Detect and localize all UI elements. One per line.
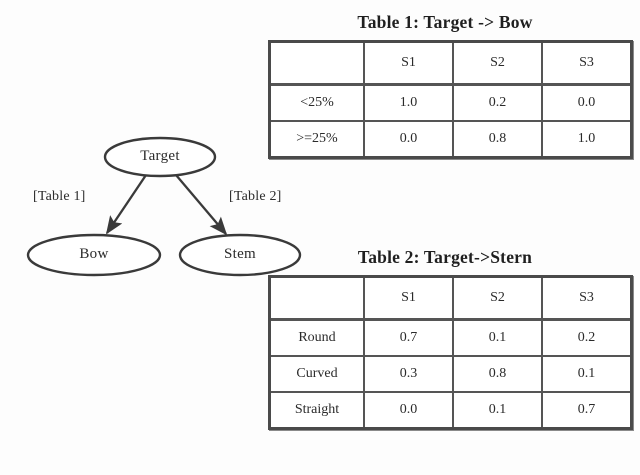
table-2-cell-0-1: 0.1 (454, 321, 543, 357)
table-2-row-2-header: Straight (271, 393, 365, 427)
table-2-row-1-header: Curved (271, 357, 365, 393)
table-1-cell-1-1: 0.8 (454, 122, 543, 156)
table-1-head: S1 S2 S3 (271, 43, 630, 86)
table-2-cell-2-2: 0.7 (543, 393, 630, 427)
node-label-stem: Stem (223, 246, 257, 262)
graph-svg (26, 136, 302, 277)
table-2-cell-2-0: 0.0 (365, 393, 454, 427)
table-1-header-row: S1 S2 S3 (271, 43, 630, 86)
table-row: <25% 1.0 0.2 0.0 (271, 86, 630, 122)
node-target-ellipse[interactable] (103, 136, 217, 178)
table-1-col-s1: S1 (365, 43, 454, 86)
table-2-cell-1-0: 0.3 (365, 357, 454, 393)
table-row: Curved 0.3 0.8 0.1 (271, 357, 630, 393)
table-1-title: Table 1: Target -> Bow (357, 12, 533, 32)
table-2-col-s1: S1 (365, 278, 454, 321)
table-2-col-s2: S2 (454, 278, 543, 321)
table-2-block: Table 2: Target->Stern S1 S2 S3 Round 0.… (268, 247, 633, 430)
table-1-cell-0-0: 1.0 (365, 86, 454, 122)
table-2-cell-0-0: 0.7 (365, 321, 454, 357)
table-2-col-s3: S3 (543, 278, 630, 321)
edge-target-to-bow (105, 174, 147, 235)
edge-target-to-stem (175, 174, 228, 236)
table-1-row-0-header: <25% (271, 86, 365, 122)
table-1-block: Table 1: Target -> Bow S1 S2 S3 <25% 1.0… (268, 12, 633, 159)
table-1-col-s3: S3 (543, 43, 630, 86)
node-stem-ellipse[interactable] (178, 233, 302, 277)
table-1-body: <25% 1.0 0.2 0.0 >=25% 0.0 0.8 1.0 (271, 86, 630, 156)
table-row: >=25% 0.0 0.8 1.0 (271, 122, 630, 156)
table-2-head: S1 S2 S3 (271, 278, 630, 321)
node-label-target: Target (140, 148, 180, 164)
table-1-cell-1-2: 1.0 (543, 122, 630, 156)
table-2-cell-1-1: 0.8 (454, 357, 543, 393)
bayesian-network-graph: Target Bow Stem [Table 1] [Table 2] (0, 0, 320, 470)
edge-label-table-2: [Table 2] (229, 189, 282, 204)
edge-label-table-1: [Table 1] (33, 189, 86, 204)
table-1-cell-1-0: 0.0 (365, 122, 454, 156)
table-2-row-0-header: Round (271, 321, 365, 357)
node-bow-ellipse[interactable] (26, 233, 162, 277)
table-row: Straight 0.0 0.1 0.7 (271, 393, 630, 427)
table-1-cpt: S1 S2 S3 <25% 1.0 0.2 0.0 >=25% 0.0 0.8 … (268, 40, 633, 159)
table-2-body: Round 0.7 0.1 0.2 Curved 0.3 0.8 0.1 Str… (271, 321, 630, 427)
table-1-col-s2: S2 (454, 43, 543, 86)
table-2-header-row: S1 S2 S3 (271, 278, 630, 321)
table-1-cell-0-2: 0.0 (543, 86, 630, 122)
table-row: Round 0.7 0.1 0.2 (271, 321, 630, 357)
table-1-cell-0-1: 0.2 (454, 86, 543, 122)
table-2-cell-1-2: 0.1 (543, 357, 630, 393)
table-1-corner-cell (271, 43, 365, 86)
table-1-row-1-header: >=25% (271, 122, 365, 156)
table-2-cell-0-2: 0.2 (543, 321, 630, 357)
table-2-cell-2-1: 0.1 (454, 393, 543, 427)
node-label-bow: Bow (79, 246, 109, 262)
table-2-cpt: S1 S2 S3 Round 0.7 0.1 0.2 Curved 0.3 0.… (268, 275, 633, 430)
table-2-corner-cell (271, 278, 365, 321)
table-2-title: Table 2: Target->Stern (357, 247, 533, 267)
